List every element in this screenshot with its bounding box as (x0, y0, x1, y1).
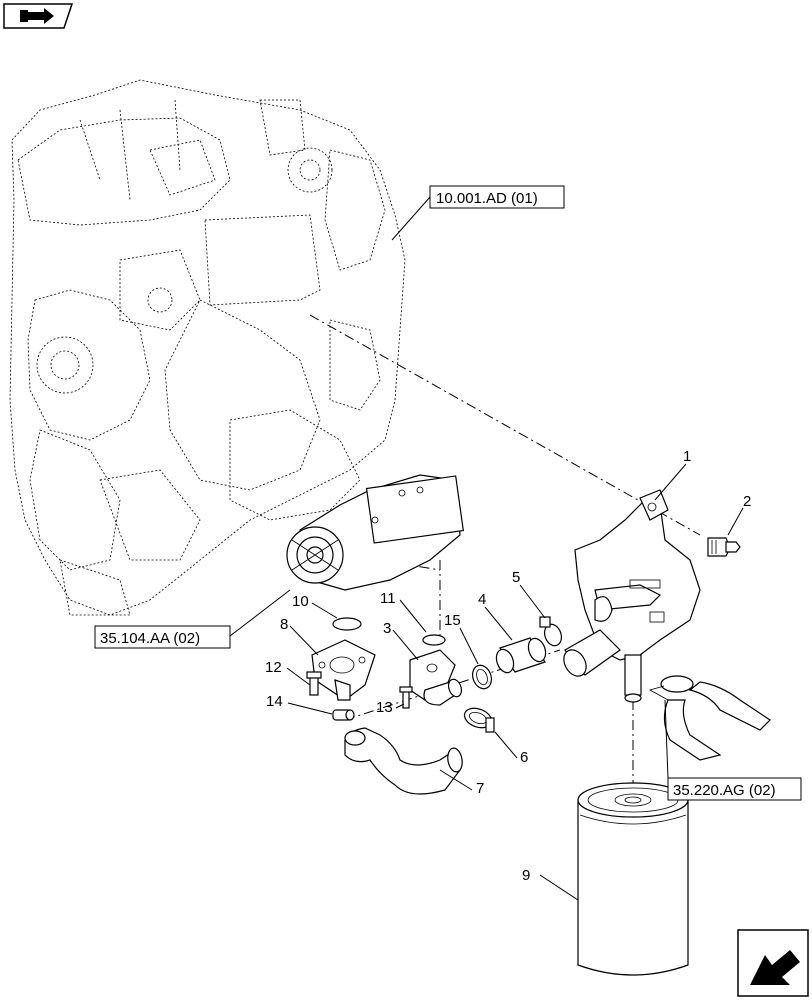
callout-8: 8 (280, 616, 319, 656)
o-ring-part-11 (422, 634, 446, 646)
filter-cartridge-part-9 (577, 782, 689, 976)
callout-12: 12 (265, 659, 311, 686)
callout-2: 2 (727, 493, 751, 536)
svg-text:5: 5 (512, 569, 520, 586)
hose-reference-label: 35.220.AG (02) (673, 782, 776, 799)
callout-10: 10 (292, 593, 338, 619)
clamp-part-6 (463, 707, 495, 733)
callout-6: 6 (494, 731, 528, 766)
svg-text:3: 3 (383, 620, 391, 637)
engine-reference-label: 10.001.AD (01) (436, 190, 538, 207)
svg-text:14: 14 (266, 693, 283, 710)
hose-part-7 (344, 727, 463, 795)
hydraulic-pump (286, 474, 464, 591)
elbow-fitting-part-3 (409, 649, 463, 706)
hose-reference[interactable]: 35.220.AG (02) (664, 699, 802, 801)
callout-13: 13 (376, 699, 405, 716)
svg-text:12: 12 (265, 659, 282, 676)
svg-text:11: 11 (380, 590, 396, 607)
next-page-arrow-icon[interactable] (737, 929, 809, 997)
side-hose (648, 675, 771, 761)
tube-part-4 (495, 637, 547, 674)
callout-9: 9 (522, 867, 579, 901)
svg-text:10: 10 (292, 593, 309, 610)
filter-head-bracket (563, 489, 701, 703)
engine-reference[interactable]: 10.001.AD (01) (391, 185, 565, 241)
clamp-part-5 (539, 616, 563, 647)
callout-5: 5 (512, 569, 546, 619)
bolt-part-2 (707, 537, 741, 557)
pump-reference-label: 35.104.AA (02) (100, 630, 200, 647)
clamp-part-15 (471, 664, 493, 690)
svg-text:13: 13 (376, 699, 393, 716)
svg-text:4: 4 (478, 591, 486, 608)
callout-15: 15 (444, 612, 479, 665)
callout-7: 7 (439, 769, 484, 797)
svg-text:8: 8 (280, 616, 288, 633)
callout-4: 4 (478, 591, 513, 641)
sleeve-part-14 (332, 709, 355, 721)
callout-11: 11 (380, 590, 427, 633)
book-arrow-icon[interactable] (3, 3, 74, 29)
flange-part-8 (311, 639, 376, 701)
svg-text:9: 9 (522, 867, 530, 884)
svg-text:1: 1 (683, 448, 691, 465)
svg-text:15: 15 (444, 612, 461, 629)
callout-14: 14 (266, 693, 333, 715)
o-ring-part-10 (332, 617, 362, 631)
pump-reference[interactable]: 35.104.AA (02) (94, 589, 291, 649)
svg-text:7: 7 (476, 780, 484, 797)
callout-3: 3 (383, 620, 419, 661)
svg-text:6: 6 (520, 749, 528, 766)
screw-part-12 (306, 671, 322, 696)
screw-part-13 (399, 686, 413, 709)
callout-1: 1 (654, 448, 691, 501)
svg-text:2: 2 (743, 493, 751, 510)
engine-drawing (9, 79, 406, 616)
